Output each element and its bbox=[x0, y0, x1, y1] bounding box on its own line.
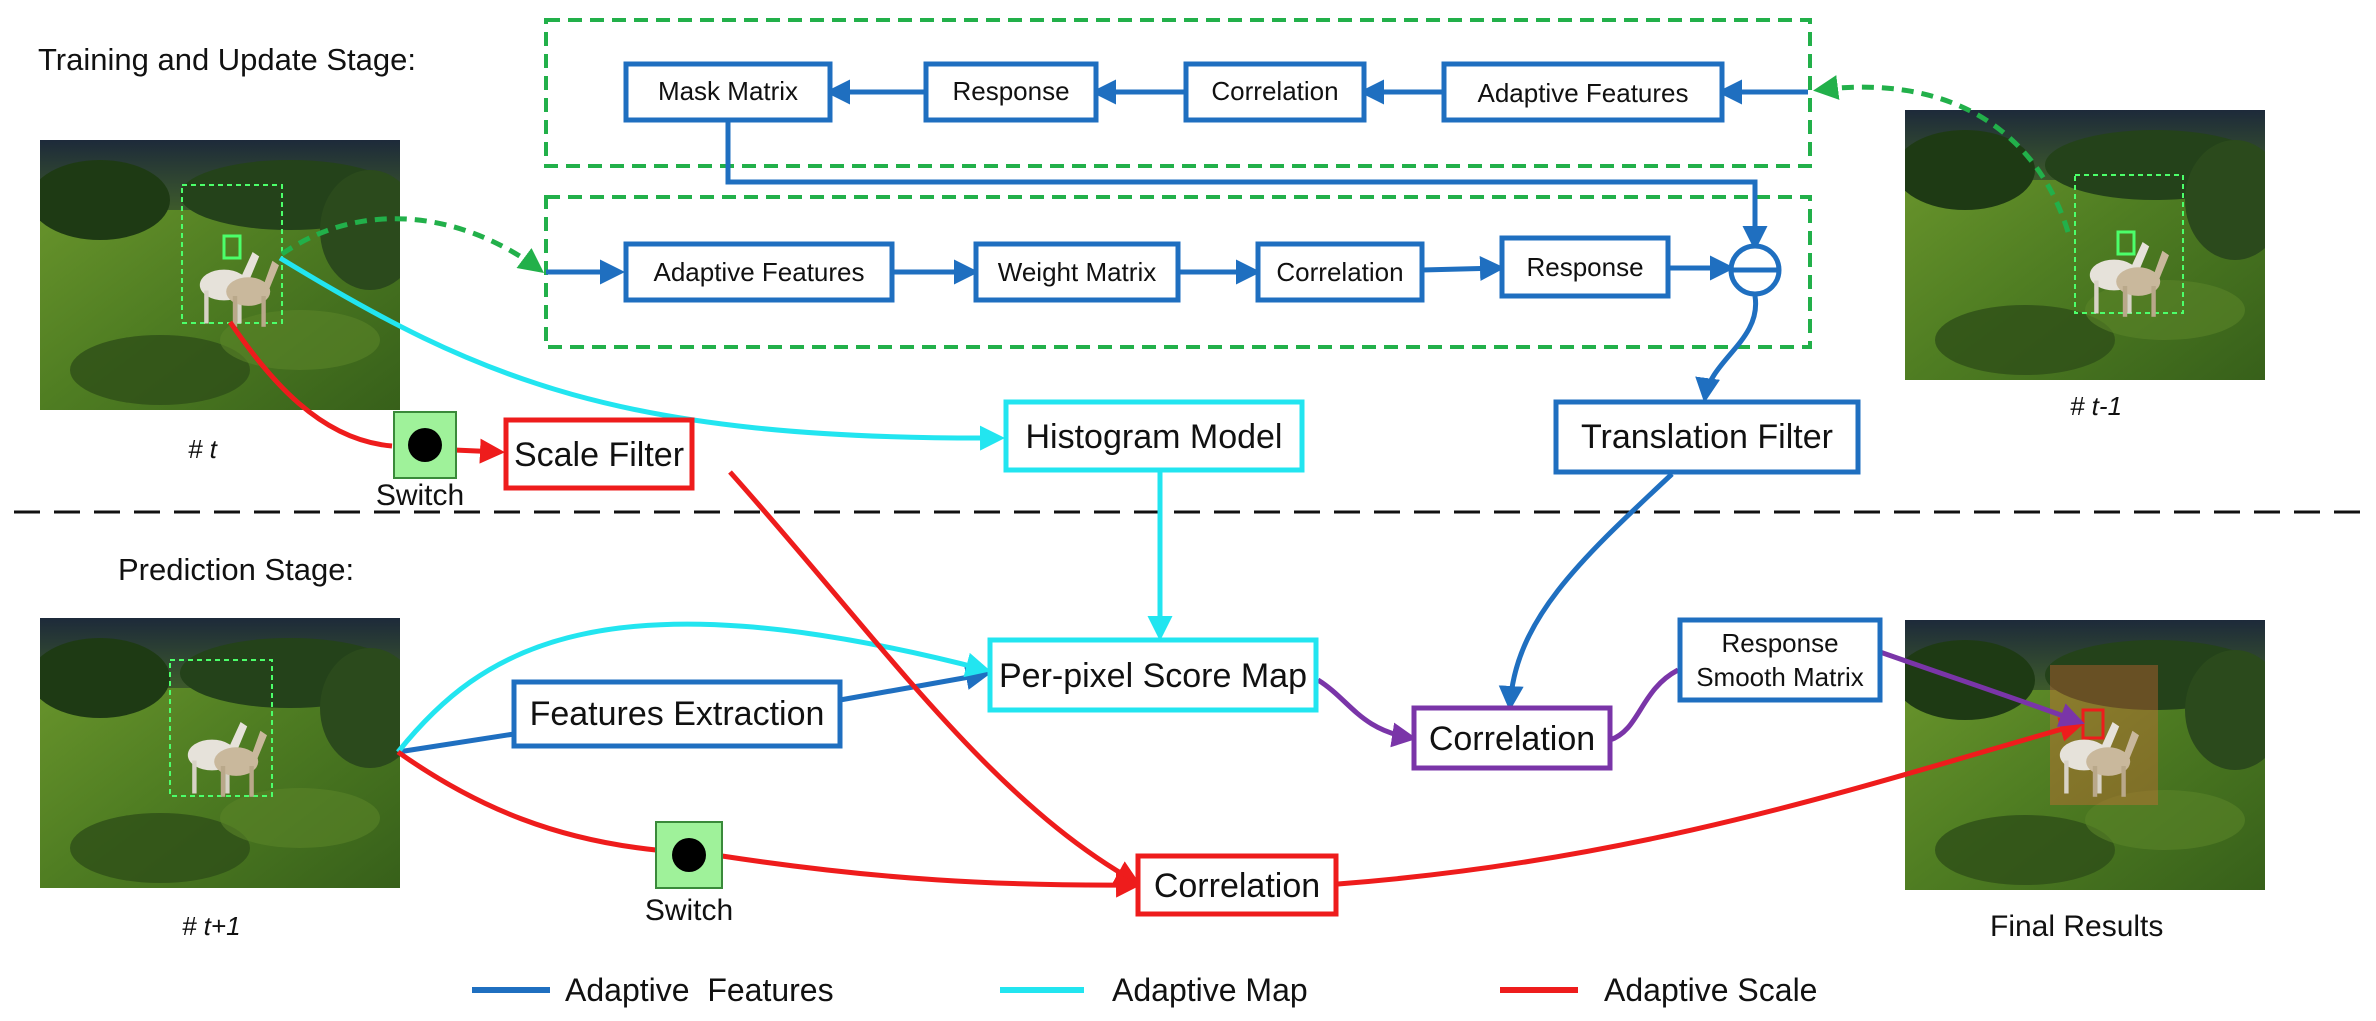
node-histogram-model-label: Histogram Model bbox=[1026, 418, 1283, 456]
training-stage-title: Training and Update Stage: bbox=[38, 42, 416, 77]
edge-translation-filter-to-correlation bbox=[1498, 472, 1674, 711]
node-correlation-bottom-label: Correlation bbox=[1276, 257, 1403, 287]
final-results-caption: Final Results bbox=[1990, 910, 2163, 943]
edge-frame-t-plus-1-to-score-map bbox=[396, 621, 991, 754]
frame-t-minus-1-caption: # t-1 bbox=[2070, 391, 2122, 421]
legend-label-adaptive-features: Adaptive Features bbox=[565, 972, 834, 1008]
frame-t-caption: # t bbox=[188, 434, 219, 464]
node-histogram-model: Histogram Model bbox=[1003, 399, 1305, 473]
node-scale-filter: Scale Filter bbox=[503, 417, 695, 491]
node-scale-filter-label: Scale Filter bbox=[514, 436, 684, 474]
node-adaptive-features-top: Adaptive Features bbox=[1441, 61, 1725, 123]
node-translation-filter: Translation Filter bbox=[1553, 399, 1861, 475]
edge-scale-filter-to-correlation bbox=[728, 470, 1141, 885]
edge-response-smooth-to-final-results bbox=[1879, 649, 2085, 727]
legend-item-adaptive-features: Adaptive Features bbox=[472, 972, 834, 1008]
edge-frame-t-minus-1-to-training bbox=[1813, 75, 2071, 233]
switch-training: Switch bbox=[376, 411, 464, 512]
frame-t-plus-1-image bbox=[30, 618, 420, 888]
edge-frame-to-features-extraction bbox=[397, 731, 515, 755]
node-correlation-red-label: Correlation bbox=[1154, 867, 1320, 905]
switch-training-label: Switch bbox=[376, 479, 464, 512]
edge-correlation-to-response-smooth bbox=[1609, 667, 1680, 743]
frame-t-minus-1-image bbox=[1895, 110, 2285, 380]
node-response-bottom-label: Response bbox=[1526, 252, 1643, 282]
prediction-stage-title: Prediction Stage: bbox=[118, 552, 354, 587]
legend: Adaptive Features Adaptive Map Adaptive … bbox=[472, 972, 1817, 1008]
frame-t-plus-1-caption: # t+1 bbox=[182, 911, 241, 941]
node-response-smooth-matrix: Response Smooth Matrix bbox=[1677, 617, 1883, 703]
node-features-extraction-label: Features Extraction bbox=[530, 695, 825, 733]
frame-t-image bbox=[30, 140, 420, 410]
edge-frame-t-plus-1-to-switch bbox=[396, 749, 657, 853]
legend-label-adaptive-scale: Adaptive Scale bbox=[1604, 972, 1817, 1008]
node-adaptive-features-top-label: Adaptive Features bbox=[1477, 78, 1688, 108]
node-mask-matrix: Mask Matrix bbox=[623, 61, 833, 123]
legend-item-adaptive-scale: Adaptive Scale bbox=[1500, 972, 1817, 1008]
node-correlation-bottom: Correlation bbox=[1255, 241, 1425, 303]
node-correlation-purple-label: Correlation bbox=[1429, 720, 1595, 758]
node-response-bottom: Response bbox=[1499, 235, 1671, 299]
node-response-smooth-line2: Smooth Matrix bbox=[1696, 662, 1864, 692]
node-features-extraction: Features Extraction bbox=[511, 679, 843, 749]
edge-frame-t-to-histogram bbox=[278, 255, 1005, 451]
edge-correlation-to-final-results bbox=[1337, 717, 2085, 887]
node-mask-matrix-label: Mask Matrix bbox=[658, 76, 798, 106]
node-correlation-top-label: Correlation bbox=[1211, 76, 1338, 106]
node-correlation-red: Correlation bbox=[1135, 853, 1339, 917]
node-adaptive-features-bottom: Adaptive Features bbox=[623, 241, 895, 303]
node-response-smooth-line1: Response bbox=[1721, 628, 1838, 658]
node-translation-filter-label: Translation Filter bbox=[1581, 418, 1833, 456]
node-response-top: Response bbox=[923, 61, 1099, 123]
final-results-image bbox=[1895, 620, 2285, 890]
switch-prediction: Switch bbox=[645, 821, 733, 927]
legend-label-adaptive-map: Adaptive Map bbox=[1112, 972, 1308, 1008]
node-weight-matrix: Weight Matrix bbox=[973, 241, 1181, 303]
node-correlation-top: Correlation bbox=[1183, 61, 1367, 123]
node-score-map: Per-pixel Score Map bbox=[987, 637, 1319, 713]
node-weight-matrix-label: Weight Matrix bbox=[998, 257, 1156, 287]
switch-prediction-label: Switch bbox=[645, 894, 733, 927]
node-correlation-purple: Correlation bbox=[1411, 705, 1613, 771]
edge-correlation-to-response-bottom bbox=[1421, 256, 1505, 282]
node-score-map-label: Per-pixel Score Map bbox=[999, 657, 1307, 695]
node-response-top-label: Response bbox=[952, 76, 1069, 106]
node-adaptive-features-bottom-label: Adaptive Features bbox=[653, 257, 864, 287]
edge-frame-t-to-switch bbox=[227, 320, 393, 449]
edge-mask-matrix-to-subtractor bbox=[725, 120, 1768, 251]
legend-item-adaptive-map: Adaptive Map bbox=[1000, 972, 1308, 1008]
edge-score-map-to-correlation bbox=[1316, 677, 1417, 748]
edge-switch-to-scale-filter bbox=[453, 438, 505, 464]
edge-subtractor-to-translation-filter bbox=[1695, 295, 1759, 403]
edge-switch-to-correlation bbox=[721, 853, 1141, 898]
subtractor-node bbox=[1728, 243, 1782, 297]
